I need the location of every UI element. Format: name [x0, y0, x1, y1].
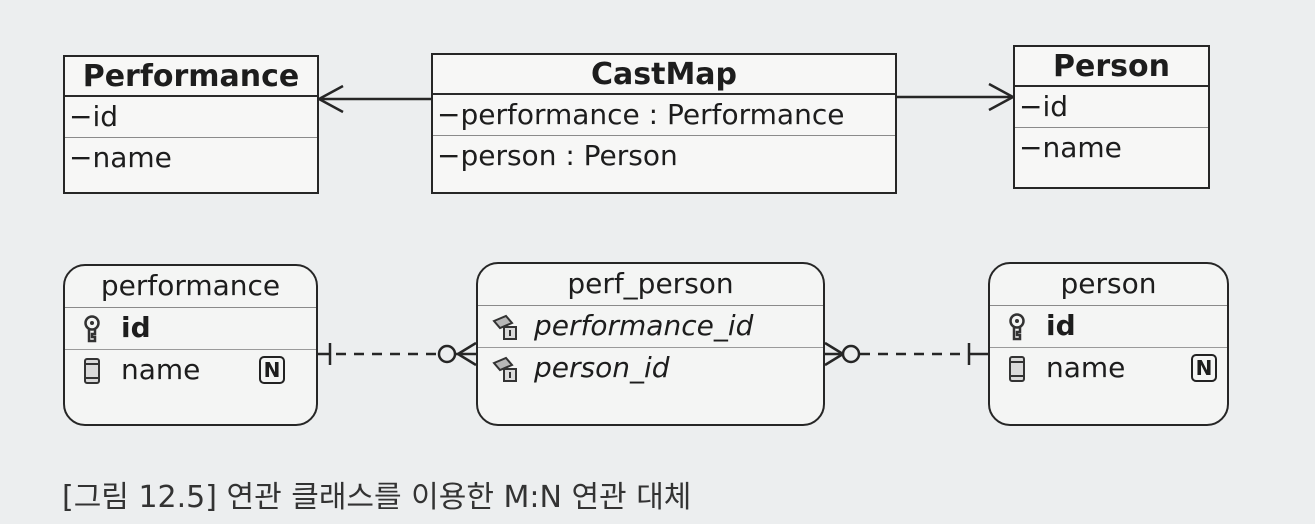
entity-column: person_id — [478, 348, 823, 390]
column-label: name — [121, 353, 201, 386]
nullable-badge: N — [1191, 354, 1217, 382]
relationship-perf-person-person — [824, 341, 988, 367]
column-label: performance_id — [534, 309, 754, 342]
column-label: id — [1046, 309, 1076, 342]
class-attribute: −person : Person — [433, 135, 895, 175]
column-icon — [84, 358, 100, 384]
column-label: name — [1046, 351, 1126, 384]
entity-column: id — [990, 306, 1227, 348]
primary-key-icon — [84, 315, 100, 343]
column-label: id — [121, 311, 151, 344]
entity-column: name N — [990, 348, 1227, 390]
uml-class-castmap: CastMap −performance : Performance −pers… — [431, 53, 897, 194]
column-icon — [1009, 356, 1025, 382]
class-name: Person — [1015, 47, 1208, 87]
entity-name: performance — [65, 266, 316, 308]
erd-entity-performance: performance id name N — [63, 264, 318, 426]
class-attribute: −performance : Performance — [437, 98, 845, 131]
class-attribute: −id — [69, 100, 119, 133]
foreign-key-icon — [492, 314, 517, 340]
column-label: person_id — [534, 351, 670, 384]
figure-caption: [그림 12.5] 연관 클래스를 이용한 M:N 연관 대체 — [62, 480, 692, 515]
entity-column: name N — [65, 350, 316, 392]
uml-class-person: Person −id −name — [1013, 45, 1210, 189]
class-attribute: −name — [65, 137, 317, 177]
association-arrow-castmap-performance — [316, 84, 431, 114]
primary-key-icon — [1009, 313, 1025, 341]
erd-entity-perf-person: perf_person performance_id person_id — [476, 262, 825, 426]
entity-name: person — [990, 264, 1227, 306]
class-name: CastMap — [433, 55, 895, 95]
entity-name: perf_person — [478, 264, 823, 306]
erd-entity-person: person id name N — [988, 262, 1229, 426]
entity-column: performance_id — [478, 306, 823, 348]
foreign-key-icon — [492, 356, 517, 382]
class-name: Performance — [65, 57, 317, 97]
class-attribute: −id — [1019, 90, 1069, 123]
entity-column: id — [65, 308, 316, 350]
uml-class-performance: Performance −id −name — [63, 55, 319, 194]
relationship-performance-perf-person — [318, 341, 477, 367]
association-arrow-castmap-person — [897, 82, 1016, 112]
class-attribute: −name — [1015, 127, 1208, 167]
nullable-badge: N — [259, 356, 285, 384]
